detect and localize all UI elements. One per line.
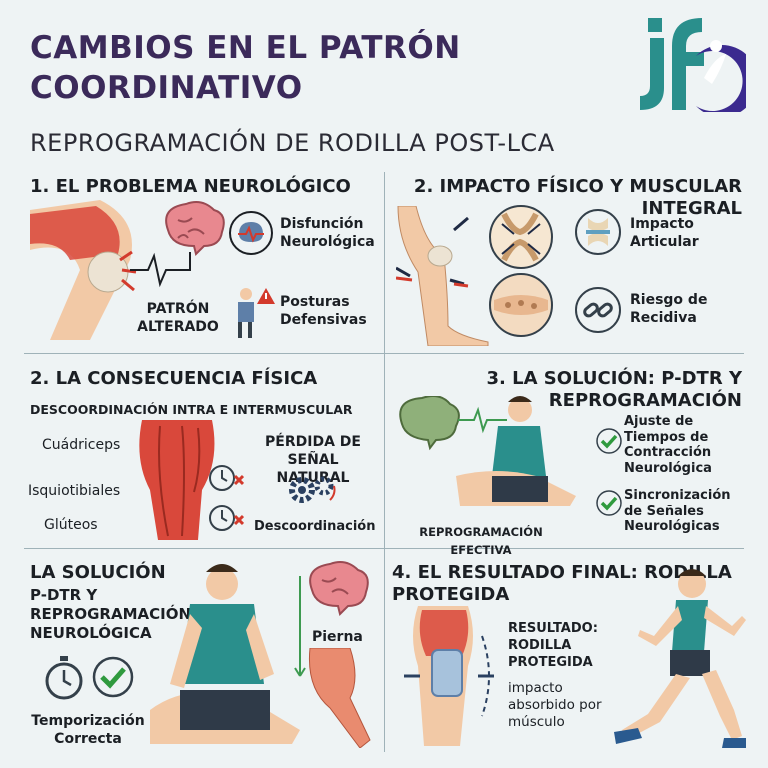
panel5-title: LA SOLUCIÓN bbox=[30, 562, 166, 583]
protected-knee-illustration bbox=[398, 606, 498, 746]
brand-logo bbox=[636, 16, 746, 112]
panel3-title: 2. LA CONSECUENCIA FÍSICA bbox=[30, 368, 318, 389]
dysfunction-label: Disfunción Neurológica bbox=[280, 216, 375, 250]
risk-label: Riesgo de Recidiva bbox=[630, 292, 708, 326]
pattern-label: PATRÓN ALTERADO bbox=[137, 301, 219, 335]
leg-label: Pierna bbox=[312, 629, 363, 645]
check-icon bbox=[596, 428, 622, 454]
therapist-illustration bbox=[150, 560, 300, 750]
joint-impact-icon bbox=[574, 208, 622, 256]
timing-label: Temporización Correcta bbox=[31, 713, 145, 747]
panel5-subtitle: P-DTR Y REPROGRAMACIÓN NEUROLÓGICA bbox=[30, 586, 191, 642]
leg-muscles-illustration bbox=[138, 420, 218, 540]
brain-signal-icon bbox=[228, 210, 274, 256]
timer-icon bbox=[208, 460, 244, 494]
panel1-title: 1. EL PROBLEMA NEUROLÓGICO bbox=[30, 176, 351, 197]
gears-icon bbox=[286, 472, 342, 508]
panel3-subtitle: DESCOORDINACIÓN INTRA E INTERMUSCULAR bbox=[30, 402, 353, 417]
check-icon bbox=[92, 656, 134, 698]
page-subtitle: REPROGRAMACIÓN DE RODILLA POST-LCA bbox=[30, 129, 555, 157]
leg-skeleton-illustration bbox=[396, 206, 496, 346]
absorbed-label: impacto absorbido por músculo bbox=[508, 680, 602, 730]
effective-caption: REPROGRAMACIÓN EFECTIVA bbox=[419, 525, 543, 557]
brain-icon bbox=[304, 560, 370, 616]
hamstrings-label: Isquiotibiales bbox=[28, 483, 121, 499]
check-icon bbox=[596, 490, 622, 516]
cartilage-zoom-icon bbox=[488, 272, 554, 338]
discoordination-label: Descoordinación bbox=[254, 519, 376, 534]
knee-nerve-illustration bbox=[30, 200, 230, 340]
brain-icon bbox=[160, 200, 226, 256]
therapist-brain-illustration bbox=[396, 396, 596, 516]
result-label: RESULTADO: RODILLA PROTEGIDA bbox=[508, 621, 598, 670]
person-warning-icon bbox=[230, 284, 276, 340]
signal-loss-label: PÉRDIDA DE SEÑAL NATURAL bbox=[265, 434, 361, 486]
postures-label: Posturas Defensivas bbox=[280, 294, 367, 328]
glutes-label: Glúteos bbox=[44, 517, 98, 533]
panel2-title: 2. IMPACTO FÍSICO Y MUSCULAR INTEGRAL bbox=[413, 176, 742, 219]
page-title: CAMBIOS EN EL PATRÓN COORDINATIVO bbox=[30, 30, 461, 106]
broken-chain-icon bbox=[574, 286, 622, 334]
leg-muscle-icon bbox=[304, 648, 380, 748]
quadriceps-label: Cuádriceps bbox=[42, 437, 121, 453]
feedback-arrows bbox=[290, 572, 310, 682]
runner-illustration bbox=[606, 566, 750, 752]
impact-label: Impacto Articular bbox=[630, 216, 699, 250]
panel4-title: 3. LA SOLUCIÓN: P-DTR Y REPROGRAMACIÓN bbox=[486, 368, 742, 411]
check1-label: Ajuste de Tiempos de Contracción Neuroló… bbox=[624, 414, 712, 476]
stopwatch-icon bbox=[42, 656, 86, 700]
divider-column bbox=[384, 172, 385, 752]
timer-icon bbox=[208, 500, 244, 534]
joint-zoom-icon bbox=[488, 204, 554, 270]
panel6-title: 4. EL RESULTADO FINAL: RODILLA PROTEGIDA bbox=[392, 562, 732, 605]
check2-label: Sincronización de Señales Neurológicas bbox=[624, 488, 731, 534]
